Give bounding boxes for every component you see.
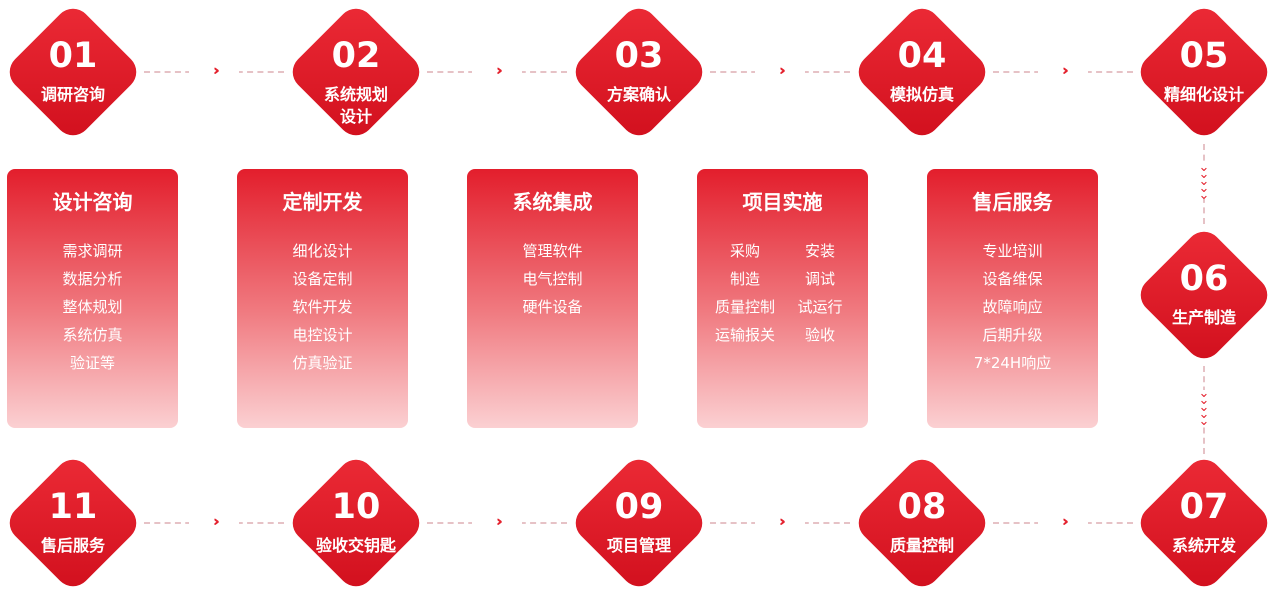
step-label: 精细化设计	[1163, 85, 1244, 104]
card-item: 设备定制	[292, 270, 353, 288]
card-title: 项目实施	[742, 190, 823, 214]
card-item: 电控设计	[292, 326, 353, 344]
card-item: 整体规划	[62, 298, 123, 316]
card-item: 细化设计	[292, 242, 353, 260]
card-custom-development: 定制开发 细化设计 设备定制 软件开发 电控设计 仿真验证	[237, 169, 408, 428]
chevrons-down-icon: ⌄⌄⌄⌄⌄	[1194, 387, 1214, 428]
step-04: 04 模拟仿真	[850, 0, 994, 144]
card-item: 后期升级	[982, 326, 1043, 344]
chevrons-right-icon: ›››››	[755, 63, 805, 79]
step-number: 06	[1179, 259, 1229, 299]
card-item: 7*24H响应	[973, 354, 1052, 372]
step-number: 11	[48, 487, 98, 527]
step-label: 方案确认	[606, 85, 671, 104]
connector-01-02: ›››››	[144, 63, 284, 79]
chevrons-down-icon: ⌄⌄⌄⌄⌄	[1194, 161, 1214, 202]
card-item: 软件开发	[292, 298, 353, 316]
connector-04-05: ›››››	[993, 63, 1133, 79]
card-title: 系统集成	[512, 190, 593, 214]
card-after-sales: 售后服务 专业培训 设备维保 故障响应 后期升级 7*24H响应	[927, 169, 1098, 428]
step-label: 系统开发	[1171, 536, 1236, 555]
step-11: 11 售后服务	[1, 451, 145, 595]
card-item: 电气控制	[522, 270, 583, 288]
step-number: 02	[331, 36, 381, 76]
card-item: 数据分析	[62, 270, 123, 288]
card-item: 仿真验证	[292, 354, 353, 372]
card-item: 运输报关	[714, 326, 775, 344]
card-system-integration: 系统集成 管理软件 电气控制 硬件设备	[467, 169, 638, 428]
connector-09-08: ›››››	[710, 514, 850, 530]
step-08: 08 质量控制	[850, 451, 994, 595]
step-label: 系统规划设计	[324, 85, 389, 126]
step-number: 07	[1179, 487, 1229, 527]
card-title: 设计咨询	[52, 190, 133, 214]
card-item: 故障响应	[982, 298, 1043, 316]
step-01: 01 调研咨询	[1, 0, 145, 144]
card-item: 管理软件	[522, 242, 583, 260]
step-02: 02 系统规划设计	[284, 0, 428, 144]
step-10: 10 验收交钥匙	[284, 451, 428, 595]
card-item: 需求调研	[62, 242, 123, 260]
chevrons-right-icon: ›››››	[189, 63, 239, 79]
step-07: 07 系统开发	[1132, 451, 1275, 595]
step-number: 01	[48, 36, 98, 76]
connector-11-10: ›››››	[144, 514, 284, 530]
card-item: 制造	[729, 270, 760, 288]
card-item: 系统仿真	[62, 326, 123, 344]
card-item: 硬件设备	[522, 298, 583, 316]
card-title: 售后服务	[972, 190, 1053, 214]
step-label: 调研咨询	[40, 85, 105, 104]
card-item: 专业培训	[982, 242, 1043, 260]
card-design-consulting: 设计咨询 需求调研 数据分析 整体规划 系统仿真 验证等	[7, 169, 178, 428]
step-09: 09 项目管理	[567, 451, 711, 595]
card-item: 设备维保	[982, 270, 1043, 288]
connector-05-06: ⌄⌄⌄⌄⌄	[1194, 144, 1214, 224]
step-03: 03 方案确认	[567, 0, 711, 144]
card-item: 验收	[804, 326, 835, 344]
connector-06-07: ⌄⌄⌄⌄⌄	[1194, 366, 1214, 454]
step-number: 03	[614, 36, 664, 76]
chevrons-right-icon: ›››››	[1038, 514, 1088, 530]
card-item: 安装	[804, 242, 835, 260]
connector-08-07: ›››››	[993, 514, 1133, 530]
chevrons-right-icon: ›››››	[755, 514, 805, 530]
step-label: 验收交钥匙	[315, 536, 396, 555]
connector-10-09: ›››››	[427, 514, 567, 530]
card-item: 试运行	[797, 298, 843, 316]
step-number: 09	[614, 487, 664, 527]
card-item: 验证等	[69, 354, 115, 372]
connector-02-03: ›››››	[427, 63, 567, 79]
chevrons-right-icon: ›››››	[472, 514, 522, 530]
card-item: 质量控制	[714, 298, 775, 316]
step-number: 08	[897, 487, 947, 527]
card-item: 采购	[729, 242, 760, 260]
card-item: 调试	[804, 270, 835, 288]
chevrons-right-icon: ›››››	[472, 63, 522, 79]
chevrons-right-icon: ›››››	[189, 514, 239, 530]
step-label: 模拟仿真	[889, 85, 954, 104]
chevrons-right-icon: ›››››	[1038, 63, 1088, 79]
step-label: 项目管理	[606, 536, 671, 555]
step-label: 售后服务	[40, 536, 105, 555]
step-05: 05 精细化设计	[1132, 0, 1275, 144]
step-number: 05	[1179, 36, 1229, 76]
connector-03-04: ›››››	[710, 63, 850, 79]
step-number: 10	[331, 487, 381, 527]
card-project-implementation: 项目实施 采购 制造 质量控制 运输报关 安装 调试 试运行 验收	[697, 169, 868, 428]
step-label: 生产制造	[1171, 308, 1236, 327]
step-label: 质量控制	[889, 536, 954, 555]
card-title: 定制开发	[282, 190, 363, 214]
step-number: 04	[897, 36, 947, 76]
step-06: 06 生产制造	[1132, 223, 1275, 367]
